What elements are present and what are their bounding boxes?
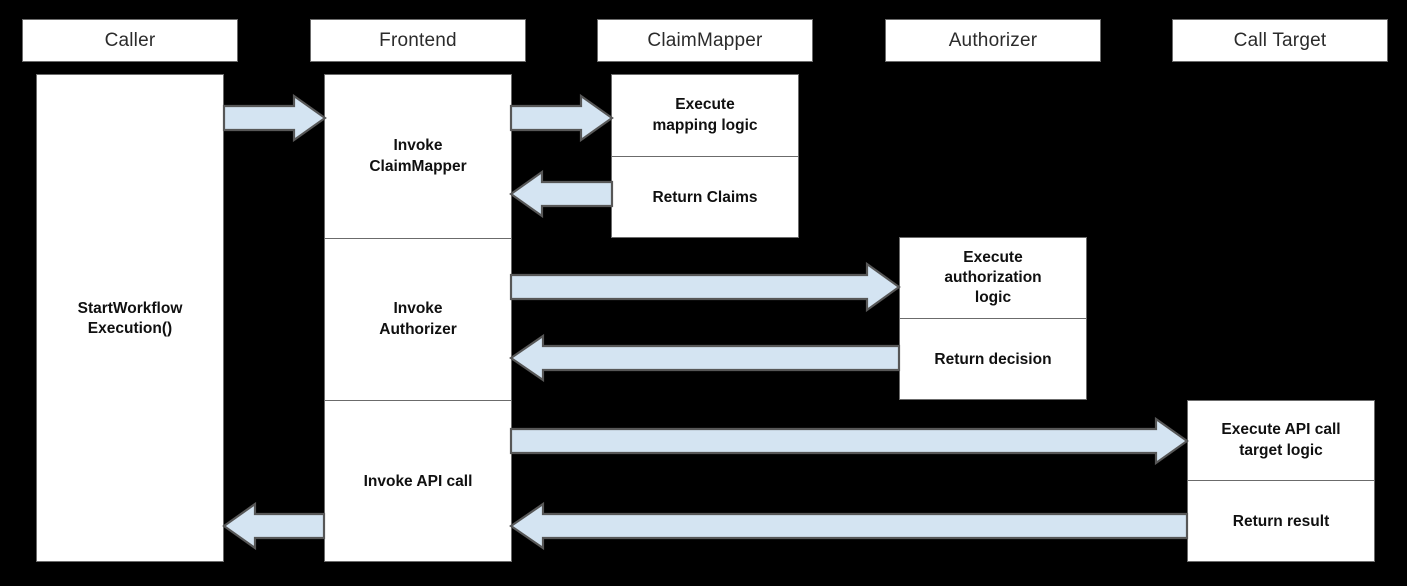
lifeline-header-frontend: Frontend [310,19,526,62]
activation-segment-label: Return result [1232,512,1330,530]
message-arrow-caller-to-frontend [222,93,327,143]
activation-segment-return-claims: Return Claims [612,156,798,239]
message-arrow-claimmapper-to-frontend [509,169,614,219]
activation-segment-invoke-api-call: Invoke API call [325,400,511,563]
lifeline-header-label: Authorizer [948,29,1038,51]
lifeline-header-caller: Caller [22,19,238,62]
message-arrow-frontend-to-claimmapper [509,93,614,143]
message-arrow-call-target-to-frontend [509,501,1189,551]
message-arrow-frontend-to-call-target [509,416,1189,466]
message-arrow-frontend-to-authorizer [509,261,901,313]
activation-segment-return-result: Return result [1188,480,1374,563]
lifeline-header-label: Caller [104,29,156,51]
lifeline-header-label: Frontend [379,29,457,51]
activation-segment-label: Return decision [934,350,1052,368]
lifeline-header-authorizer: Authorizer [885,19,1101,62]
message-arrow-authorizer-to-frontend [509,333,901,383]
lifeline-header-claimmapper: ClaimMapper [597,19,813,62]
activation-segment-label: Invoke API call [363,472,473,490]
lifeline-header-label: ClaimMapper [647,29,763,51]
activation-segment-return-decision: Return decision [900,318,1086,401]
lifeline-header-call-target: Call Target [1172,19,1388,62]
lifeline-header-label: Call Target [1233,29,1327,51]
message-arrow-frontend-to-caller [222,501,326,551]
activation-segment-label: Return Claims [652,188,758,206]
